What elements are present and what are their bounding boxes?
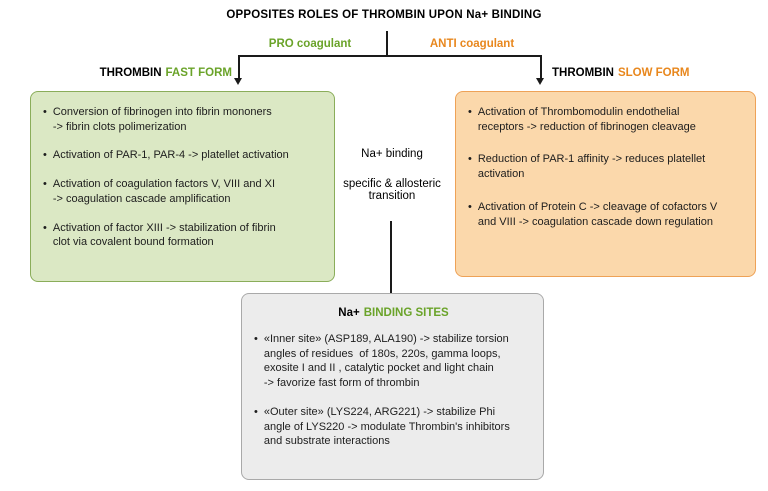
- title-plain: Na+: [338, 307, 360, 319]
- slow-form-box: • Activation of Thrombomodulin endotheli…: [455, 91, 756, 277]
- bullet-icon: •: [468, 106, 472, 118]
- list-item: • Activation of PAR-1, PAR-4 -> platelle…: [43, 149, 289, 162]
- bullet-icon: •: [254, 405, 258, 418]
- title-connector-line: [386, 31, 388, 56]
- list-item: • Activation of Protein C -> cleavage of…: [468, 200, 718, 228]
- pro-coagulant-label: PRO coagulant: [268, 38, 352, 50]
- list-item: • Activation of Thrombomodulin endotheli…: [468, 106, 696, 133]
- list-item: • Reduction of PAR-1 affinity -> reduces…: [468, 153, 706, 181]
- down-arrow-left-icon: [234, 78, 242, 85]
- list-item: • «Outer site» (LYS224, ARG221) -> stabi…: [254, 405, 510, 448]
- bullet-icon: •: [43, 178, 47, 191]
- list-item: • «Inner site» (ASP189, ALA190) -> stabi…: [254, 333, 509, 390]
- right-branch-line: [540, 55, 542, 79]
- diagram-title: OPPOSITES ROLES OF THROMBIN UPON Na+ BIN…: [226, 9, 542, 21]
- heading-accent: FAST FORM: [165, 67, 232, 79]
- binding-sites-box: Na+BINDING SITES • «Inner site» (ASP189,…: [241, 293, 544, 480]
- heading-plain: THROMBIN: [552, 67, 614, 79]
- list-item: • Activation of coagulation factors V, V…: [43, 178, 276, 205]
- left-branch-line: [238, 55, 240, 79]
- heading-accent: SLOW FORM: [617, 67, 690, 79]
- transition-label: specific & allosteric transition: [343, 178, 441, 202]
- bullet-icon: •: [254, 333, 258, 345]
- list-item: • Conversion of fibrinogen into fibrin m…: [43, 106, 272, 133]
- bullet-icon: •: [43, 106, 47, 118]
- heading-plain: THROMBIN: [99, 67, 162, 79]
- binding-sites-title: Na+BINDING SITES: [254, 307, 533, 319]
- na-binding-label: Na+ binding: [361, 148, 423, 160]
- list-item: • Activation of factor XIII -> stabiliza…: [43, 221, 276, 249]
- anti-coagulant-label: ANTI coagulant: [429, 38, 515, 50]
- bullet-icon: •: [43, 221, 47, 234]
- bullet-icon: •: [43, 149, 47, 162]
- bullet-icon: •: [468, 200, 472, 213]
- bullet-icon: •: [468, 153, 472, 166]
- branch-horizontal-line: [239, 55, 541, 57]
- fast-form-box: • Conversion of fibrinogen into fibrin m…: [30, 91, 335, 282]
- down-arrow-right-icon: [536, 78, 544, 85]
- center-connector-line: [390, 221, 392, 293]
- title-accent: BINDING SITES: [363, 307, 449, 319]
